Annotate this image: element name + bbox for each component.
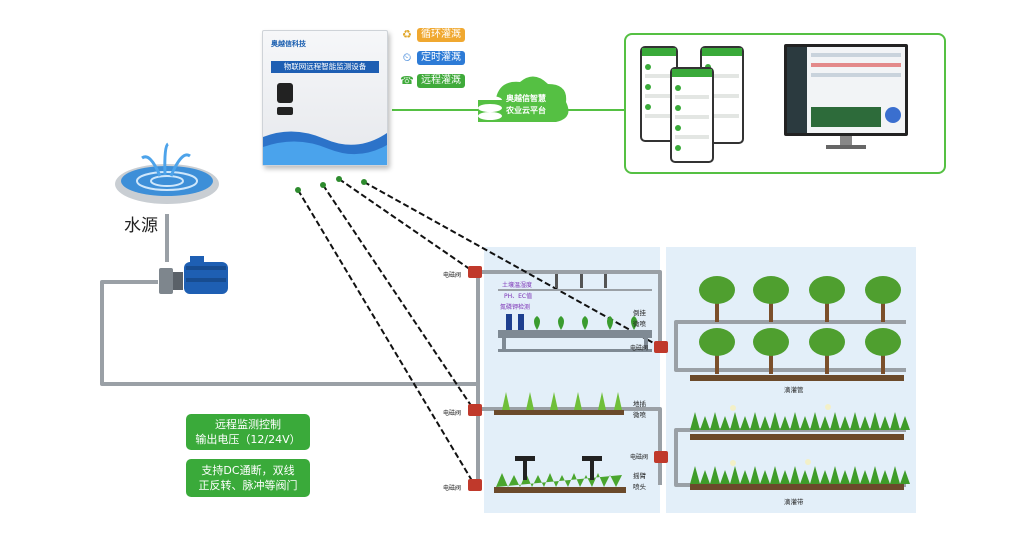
control-cabinet: 奥越信科技 物联网远程智能监测设备: [262, 30, 388, 166]
info-box-2-line1: 支持DC通断，双线: [201, 464, 295, 477]
cloud-label-line1: 奥越信智慧: [506, 94, 546, 103]
feature-cyclic-irrigation: 循环灌溉: [417, 28, 465, 42]
sensor-label-2: PH、EC值: [504, 293, 533, 300]
field-panel-left: [484, 247, 660, 513]
hanging-sprinklers: [555, 274, 607, 288]
info-box-valve-support: 支持DC通断，双线 正反转、脉冲等阀门: [186, 459, 310, 497]
cabinet-port-icon: [277, 107, 293, 115]
cabinet-switch-icon: [277, 83, 293, 103]
bench-plants: [534, 316, 637, 330]
sprinkler-hanging-1: 倒挂: [633, 309, 646, 317]
sprinkler-rocker-1: 摇臂: [633, 472, 646, 480]
sensors: [506, 314, 524, 330]
monitor-screen: [787, 47, 905, 133]
monitor-base: [826, 145, 866, 149]
info-box-remote-control: 远程监测控制 输出电压（12/24V）: [186, 414, 310, 450]
sprinkler-ground-1: 地插: [633, 400, 646, 408]
water-pool: [115, 142, 219, 204]
ground-beds: [494, 375, 904, 493]
sprinkler-hanging-2: 微喷: [633, 320, 646, 328]
recycle-icon: ♻: [402, 28, 412, 41]
crop-rows: [690, 412, 910, 484]
clock-icon: ⏲: [402, 51, 412, 64]
phone-icon: ☎: [400, 74, 414, 87]
valve-label-1: 电磁阀: [443, 272, 462, 279]
phone-center: [670, 67, 714, 163]
planter-bench: [498, 289, 652, 352]
control-terminals: [295, 176, 367, 193]
feature-timed-irrigation: 定时灌溉: [417, 51, 465, 65]
cabinet-logo: 奥越信科技: [271, 40, 306, 48]
monitor-stand: [840, 136, 852, 146]
cabinet-title: 物联网远程智能监测设备: [271, 61, 379, 73]
valve-label-3: 电磁阀: [443, 485, 462, 492]
info-box-1-line2: 输出电压（12/24V）: [195, 433, 301, 446]
valve-label-2: 电磁阀: [443, 410, 462, 417]
flowers: [730, 404, 831, 466]
feature-remote-irrigation: 远程灌溉: [417, 74, 465, 88]
drip-tape-label: 滴灌带: [784, 498, 804, 506]
cloud-label-line2: 农业云平台: [506, 106, 546, 115]
rocker-sprinklers: [515, 456, 602, 480]
info-box-2-line2: 正反转、脉冲等阀门: [198, 479, 298, 492]
cloud-platform: [478, 76, 569, 122]
desktop-monitor: [784, 44, 908, 136]
trees: [699, 276, 901, 374]
sensor-label-3: 氮磷钾检测: [500, 304, 531, 311]
valves: [468, 266, 668, 491]
valve-label-5: 电磁阀: [630, 454, 649, 461]
grass-bed: [496, 473, 622, 487]
sprinkler-rocker-2: 喷头: [633, 483, 646, 491]
water-source-label: 水源: [124, 216, 158, 236]
cabinet-wave-decoration: [263, 131, 387, 165]
sensor-label-1: 土壤温湿度: [502, 282, 533, 289]
sprinkler-ground-2: 微喷: [633, 411, 646, 419]
ground-plants: [502, 392, 622, 410]
pump: [159, 256, 228, 294]
drip-pipe-label: 滴灌管: [784, 386, 804, 394]
info-box-1-line1: 远程监测控制: [215, 418, 281, 431]
valve-label-4: 电磁阀: [630, 345, 649, 352]
